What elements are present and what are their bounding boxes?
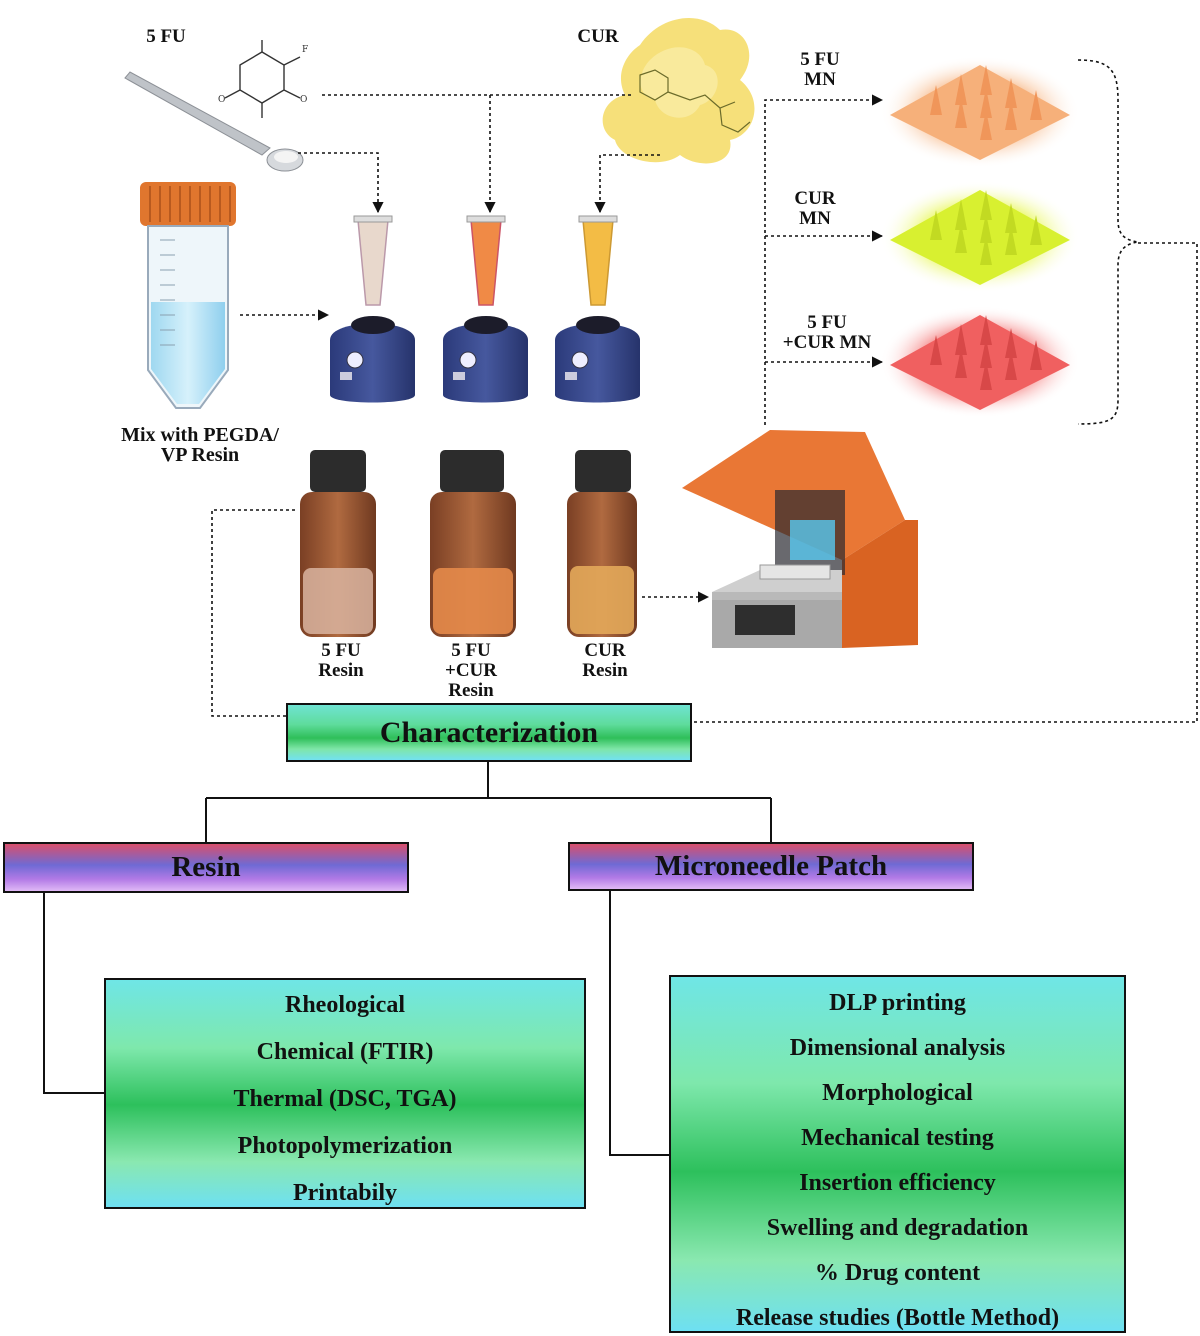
- tree-connectors: [43, 762, 772, 1156]
- label-mix-resin: Mix with PEGDA/VP Resin: [121, 424, 279, 466]
- resin-characterization-list: Rheological Chemical (FTIR) Thermal (DSC…: [104, 978, 586, 1209]
- falcon-tube-icon: [140, 182, 236, 409]
- list-item: Morphological: [822, 1080, 973, 1106]
- label-cur: CUR: [577, 26, 619, 47]
- list-item: % Drug content: [814, 1260, 981, 1286]
- resin-branch-box: Resin: [3, 842, 409, 893]
- list-item: Mechanical testing: [801, 1125, 994, 1151]
- list-item: Thermal (DSC, TGA): [233, 1086, 457, 1112]
- patch-branch-box: Microneedle Patch: [568, 842, 974, 891]
- list-item: Insertion efficiency: [799, 1170, 996, 1196]
- microneedle-patch-icon: [880, 56, 1080, 418]
- characterization-title: Characterization: [379, 715, 599, 749]
- list-item: Printabily: [292, 1180, 397, 1206]
- list-item: Swelling and degradation: [766, 1215, 1029, 1241]
- list-item: Dimensional analysis: [789, 1035, 1006, 1061]
- svg-text:F: F: [302, 45, 308, 55]
- svg-text:O: O: [300, 95, 307, 105]
- list-item: Release studies (Bottle Method): [735, 1305, 1060, 1331]
- svg-text:O: O: [218, 95, 225, 105]
- flow-arrows: [211, 59, 1198, 723]
- label-mn-combo: 5 FU+CUR MN: [782, 312, 872, 353]
- list-item: DLP printing: [829, 990, 966, 1016]
- resin-bottle-icon: [300, 450, 637, 637]
- list-item: Rheological: [285, 992, 405, 1018]
- patch-characterization-list: DLP printing Dimensional analysis Morpho…: [669, 975, 1126, 1333]
- resin-branch-title: Resin: [171, 851, 241, 883]
- dlp-printer-icon: [682, 430, 918, 648]
- list-item: Chemical (FTIR): [256, 1039, 434, 1065]
- label-5fu: 5 FU: [146, 26, 186, 47]
- spatula-icon: [124, 71, 304, 172]
- patch-branch-title: Microneedle Patch: [654, 850, 888, 882]
- vortex-mixer-icon: [330, 215, 640, 403]
- list-item: Photopolymerization: [237, 1133, 453, 1159]
- characterization-box: Characterization: [286, 703, 692, 762]
- chemical-structure-icon: O O F: [218, 40, 308, 118]
- curcumin-powder-icon: [602, 17, 755, 164]
